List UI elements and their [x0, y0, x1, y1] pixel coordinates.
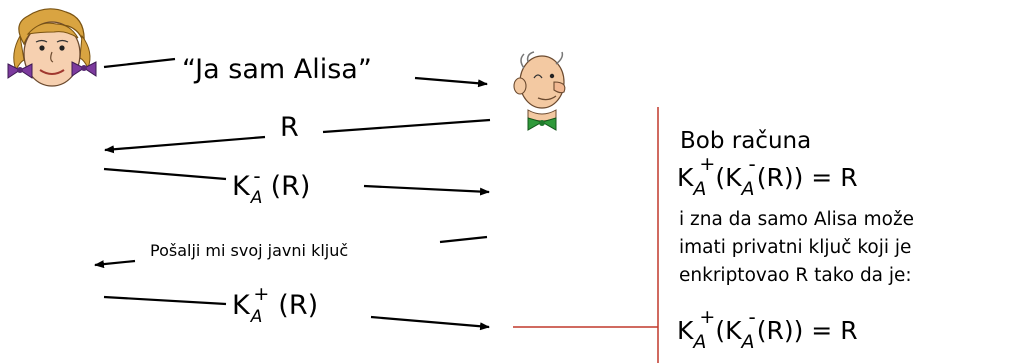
bob-equation-top: KA+(KA-(R)) = R [677, 152, 858, 200]
bob-note-line-2: imati privatni ključ koji je [679, 237, 912, 258]
bob-equation-bottom: KA+(KA-(R)) = R [677, 305, 858, 353]
key-letter: K [232, 290, 250, 321]
msg4-arrow [94, 235, 488, 269]
msg3-arrow [103, 167, 490, 196]
bob-panel-heading: Bob računa [680, 128, 812, 154]
alice-face-icon [7, 8, 97, 87]
msg1-label: “Ja sam Alisa” [182, 54, 372, 85]
bob-face-icon [513, 51, 566, 131]
key-argument: (R) [278, 290, 319, 321]
msg2-label: R [280, 112, 299, 143]
msg5-label: KA+ (R) [232, 285, 319, 326]
key-superscript: - [253, 164, 261, 188]
bob-note-line-3: enkriptovao R tako da je: [679, 265, 912, 286]
key-argument: (R) [270, 171, 311, 202]
key-superscript: + [253, 283, 270, 305]
msg3-label: KA-(R) [232, 166, 311, 207]
bob-note-line-1: i zna da samo Alisa može [679, 209, 915, 230]
msg1-arrow [103, 57, 488, 88]
key-subscript: A [250, 307, 263, 327]
key-subscript: A [250, 188, 263, 208]
msg2-arrow [104, 118, 491, 154]
msg5-arrow [103, 295, 490, 331]
msg4-label: Pošalji mi svoj javni ključ [150, 241, 349, 260]
key-letter: K [232, 171, 250, 202]
